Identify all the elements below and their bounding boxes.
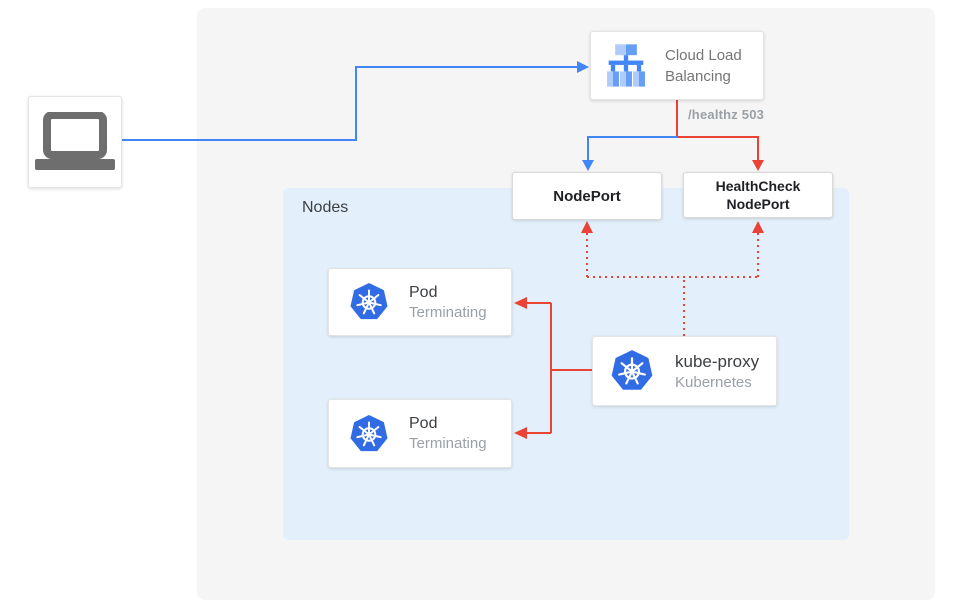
kubernetes-icon (349, 282, 389, 322)
cloud-load-balancing-icon (600, 43, 652, 89)
pod-title: Pod (409, 283, 438, 301)
pod-status: Terminating (409, 303, 487, 321)
laptop-icon (34, 112, 116, 172)
client-node (28, 96, 122, 188)
healthz-annotation: /healthz 503 (688, 107, 765, 122)
pod-status: Terminating (409, 435, 487, 452)
healthcheck-nodeport-node: HealthCheck NodePort (683, 172, 833, 218)
kube-proxy-subtitle: Kubernetes (675, 373, 752, 391)
nodeport-node: NodePort (512, 172, 662, 220)
cloud-load-balancing-node: Cloud Load Balancing (590, 31, 764, 100)
kube-proxy-node: kube-proxy Kubernetes (592, 336, 777, 406)
kube-proxy-title: kube-proxy (675, 351, 760, 371)
kubernetes-icon (610, 349, 654, 393)
pod-terminating-node-2: Pod Terminating (328, 399, 512, 468)
pod-terminating-node-1: Pod Terminating (328, 268, 512, 336)
cloud-load-balancing-label: Cloud Load Balancing (665, 46, 742, 85)
kubernetes-icon (349, 414, 389, 454)
nodes-group-label: Nodes (302, 199, 349, 216)
pod-title: Pod (409, 415, 438, 432)
